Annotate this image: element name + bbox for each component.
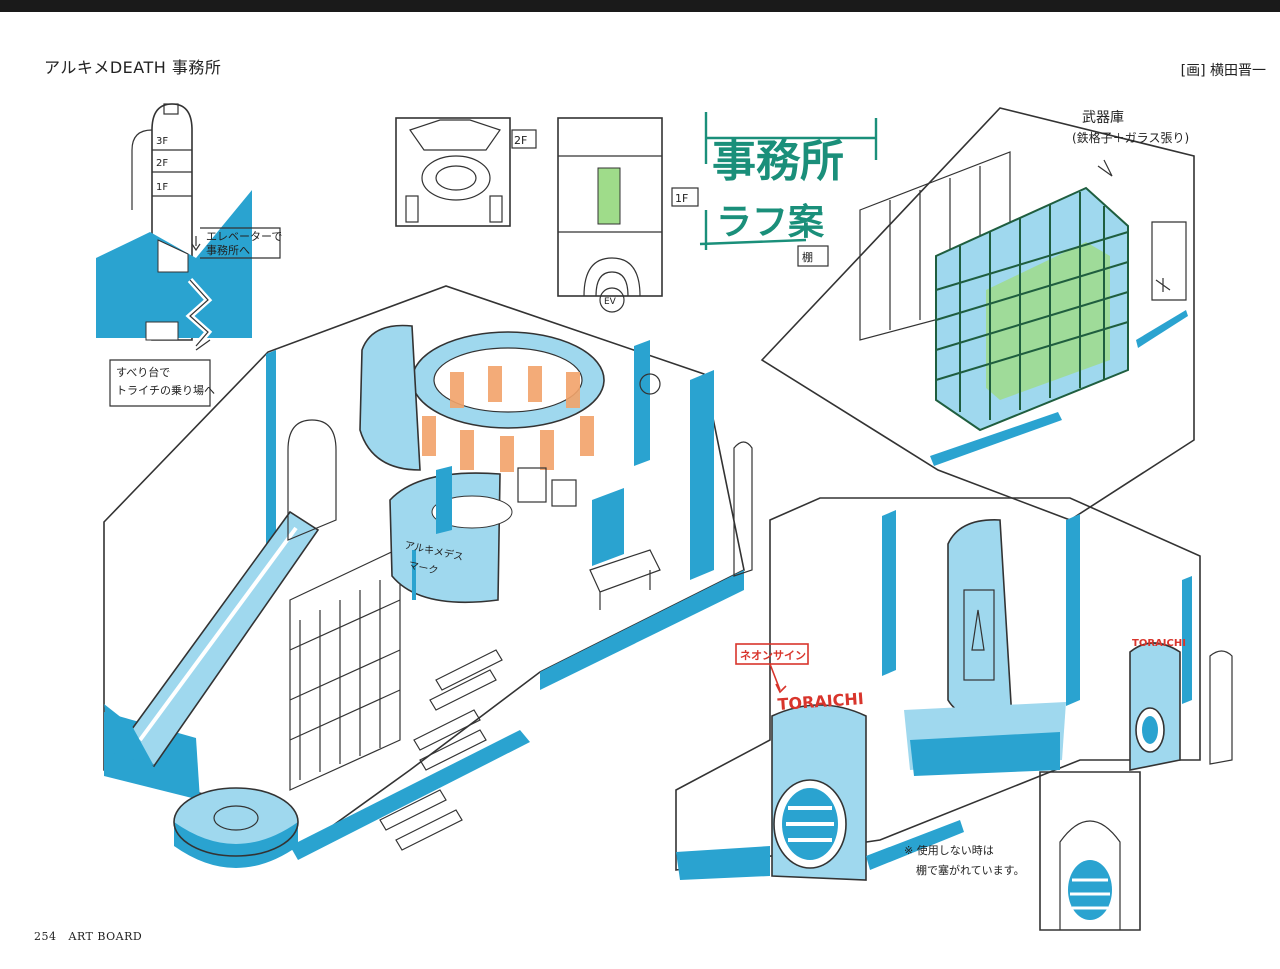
page-footer: 254 ART BOARD xyxy=(34,930,154,943)
sign-text-small: TORAICHI xyxy=(1132,638,1186,649)
elevator-note-line1: エレベーターで xyxy=(206,230,282,243)
armory-label-line2: (鉄格子＋ガラス張り) xyxy=(1072,130,1189,145)
elevator-section-sketch: 3F 2F 1F エレベーターで 事務所へ すべり台で トライチの乗り場へ xyxy=(96,103,282,407)
floor-label-2f: 2F xyxy=(156,158,168,169)
slide-note-line2: トライチの乗り場へ xyxy=(116,384,215,397)
floor-plan-2f: 2F xyxy=(395,117,537,227)
shelf-label: 棚 xyxy=(802,250,813,264)
armory-sketch: 棚 武器庫 (鉄格子＋ガラス張り) xyxy=(760,107,1195,521)
artist-credit: [画] 横田晋一 xyxy=(1180,63,1266,79)
plan-2f-label: 2F xyxy=(514,134,527,147)
plan-ev-label: EV xyxy=(604,297,617,307)
book-label: ART BOARD xyxy=(68,930,143,943)
page-number: 254 xyxy=(34,930,57,943)
rough-title-line2: ラフ案 xyxy=(716,202,825,243)
elevator-note-line2: 事務所へ xyxy=(206,243,250,257)
plan-1f-label: 1F xyxy=(675,192,688,205)
slide-note-line1: すべり台で xyxy=(116,365,170,379)
neon-sign-label: ネオンサイン xyxy=(740,649,806,662)
note-line2: 棚で塞がれています。 xyxy=(916,863,1025,877)
floor-label-1f: 1F xyxy=(156,182,168,193)
rough-title-line1: 事務所 xyxy=(712,136,844,187)
office-isometric-main: アルキメデス マーク xyxy=(103,285,753,868)
top-edge-bar xyxy=(0,0,1280,12)
floor-label-3f: 3F xyxy=(156,136,168,147)
page-title: アルキメDEATH 事務所 xyxy=(44,58,222,77)
note-line1: ※ 使用しない時は xyxy=(904,844,994,857)
rough-draft-title: 事務所 ラフ案 xyxy=(699,112,878,250)
armory-label-line1: 武器庫 xyxy=(1082,109,1124,126)
entrance-sketch: TORAICHI TORAICHI ネオンサイン ※ 使用しない時は 棚で塞がれ… xyxy=(675,497,1233,931)
floor-plan-1f: 1F EV xyxy=(557,117,699,313)
